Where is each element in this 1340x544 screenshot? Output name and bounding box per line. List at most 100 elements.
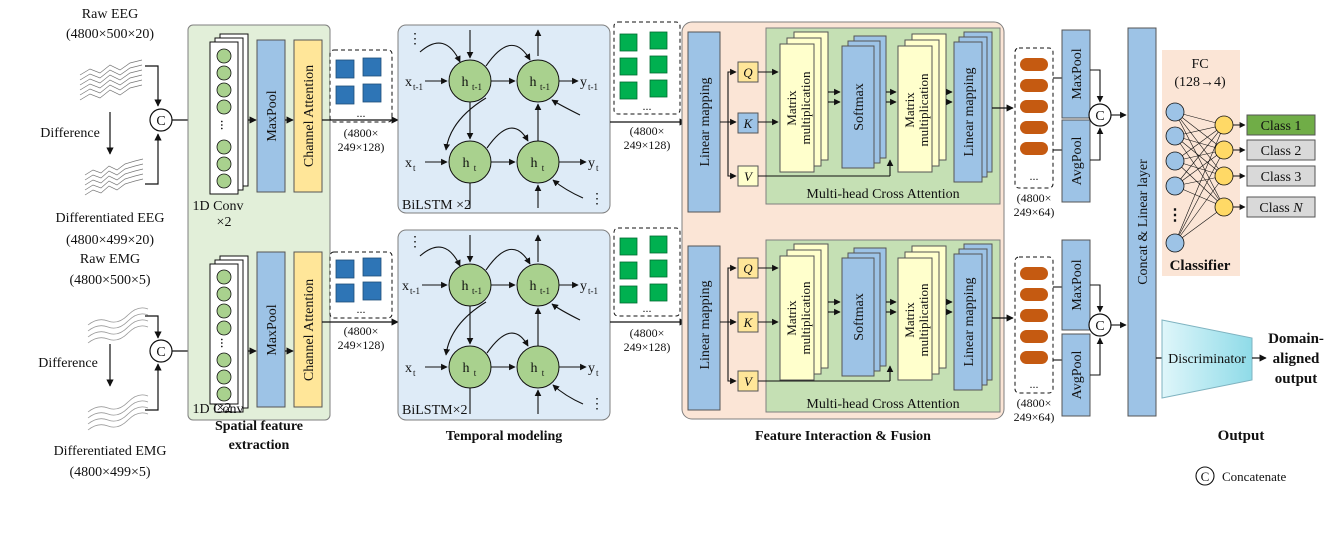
svg-text:⋮: ⋮ <box>408 235 422 250</box>
svg-text:MaxPool: MaxPool <box>1070 48 1085 99</box>
svg-text:y: y <box>580 75 587 90</box>
class-2-box <box>1246 139 1316 161</box>
input-section: Raw EEG (4800×500×20) Difference Differe… <box>38 7 207 480</box>
svg-text:t-1: t-1 <box>410 286 420 296</box>
fusion-caption: Feature Interaction & Fusion <box>755 429 931 444</box>
svg-text:V: V <box>744 169 754 184</box>
svg-text:Linear mapping: Linear mapping <box>962 277 977 366</box>
svg-text:y: y <box>588 156 595 171</box>
temporal-output-top: ... (4800× 249×128) <box>613 21 681 152</box>
svg-text:t-1: t-1 <box>540 82 550 92</box>
maxpool-top <box>256 39 286 193</box>
svg-text:t: t <box>596 163 599 173</box>
node-h-cur-forward <box>448 140 492 184</box>
conv-label-top: 1D Conv <box>193 199 244 214</box>
svg-text:t: t <box>542 368 545 378</box>
svg-text:Channel Attention: Channel Attention <box>302 279 317 381</box>
svg-text:Matrix: Matrix <box>784 300 799 336</box>
conv-stack-top: ... <box>209 33 249 195</box>
svg-text:K: K <box>743 315 754 330</box>
class-1-box <box>1246 114 1316 136</box>
matmul2-bottom: Matrix multiplication <box>897 245 947 381</box>
class-1-label: Class 1 <box>1261 119 1302 134</box>
svg-text:Discriminator: Discriminator <box>1168 352 1246 367</box>
svg-text:x: x <box>405 75 412 90</box>
difference-label-emg: Difference <box>38 356 98 371</box>
svg-text:Channel Attention: Channel Attention <box>302 65 317 167</box>
matmul-bottom: Matrix multiplication <box>779 243 829 381</box>
svg-text:x: x <box>405 361 412 376</box>
svg-text:C: C <box>1095 319 1104 334</box>
svg-text:t: t <box>596 368 599 378</box>
svg-text:C: C <box>156 114 165 129</box>
svg-text:t: t <box>474 368 477 378</box>
fc-dims: (128→4) <box>1174 75 1226 90</box>
class-3-box <box>1246 165 1316 187</box>
spatial-caption-2: extraction <box>229 438 290 453</box>
linear-out-bottom: Linear mapping <box>953 243 993 391</box>
svg-text:249×128): 249×128) <box>624 340 671 354</box>
class-3-label: Class 3 <box>1261 170 1302 185</box>
output-caption: Output <box>1218 428 1265 444</box>
channel-attention-bottom <box>293 251 323 408</box>
svg-text:t: t <box>413 368 416 378</box>
svg-text:⋮: ⋮ <box>1167 207 1183 224</box>
svg-text:249×128): 249×128) <box>624 138 671 152</box>
maxpool-out-top <box>1061 29 1091 119</box>
raw-emg-signal <box>87 307 149 344</box>
svg-text:K: K <box>743 116 754 131</box>
svg-text:t-1: t-1 <box>413 82 423 92</box>
svg-text:...: ... <box>643 99 652 113</box>
fc-output-nodes <box>1214 115 1234 217</box>
svg-text:...: ... <box>217 338 232 349</box>
fusion-output-bottom: ... (4800× 249×64) <box>1014 256 1055 424</box>
k-top <box>737 112 759 134</box>
node-h-prev-forward <box>448 59 492 103</box>
concat-icon-out-bottom <box>1088 313 1112 337</box>
svg-text:Matrix: Matrix <box>902 302 917 338</box>
matmul-top: Matrix multiplication <box>779 31 829 173</box>
svg-text:MaxPool: MaxPool <box>265 90 280 141</box>
node-h-cur-forward-emg <box>448 345 492 389</box>
svg-text:Matrix: Matrix <box>784 90 799 126</box>
svg-text:...: ... <box>217 120 232 131</box>
svg-text:y: y <box>588 361 595 376</box>
svg-text:AvgPool: AvgPool <box>1070 351 1085 400</box>
svg-text:t: t <box>413 163 416 173</box>
linear-out-top: Linear mapping <box>953 31 993 183</box>
domain-output-1: Domain- <box>1268 331 1324 347</box>
fc-input-nodes <box>1165 102 1185 253</box>
bilstm-label-bottom: BiLSTM×2 <box>402 403 467 418</box>
svg-text:Linear mapping: Linear mapping <box>698 280 713 369</box>
svg-text:MaxPool: MaxPool <box>265 304 280 355</box>
svg-text:h: h <box>531 156 538 171</box>
svg-text:Softmax: Softmax <box>852 83 867 130</box>
svg-text:...: ... <box>1030 169 1039 183</box>
concat-linear-layer <box>1127 27 1157 417</box>
linear-mapping-bottom <box>687 245 721 411</box>
svg-text:249×64): 249×64) <box>1014 205 1055 219</box>
svg-text:249×64): 249×64) <box>1014 410 1055 424</box>
concat-legend-label: Concatenate <box>1222 469 1286 484</box>
svg-text:h: h <box>531 361 538 376</box>
diff-eeg-dims: (4800×499×20) <box>66 233 154 248</box>
svg-text:⋮: ⋮ <box>408 32 422 47</box>
maxpool-out-bottom <box>1061 239 1091 331</box>
svg-text:249×128): 249×128) <box>338 140 385 154</box>
svg-text:h: h <box>462 279 469 294</box>
discriminator <box>1161 319 1253 399</box>
classifier-label: Classifier <box>1170 258 1231 274</box>
svg-text:Multi-head Cross Attention: Multi-head Cross Attention <box>806 397 959 412</box>
domain-output-2: aligned <box>1273 351 1320 367</box>
svg-text:...: ... <box>357 106 366 120</box>
svg-text:Softmax: Softmax <box>852 293 867 340</box>
diff-eeg-title: Differentiated EEG <box>56 211 165 226</box>
svg-text:x: x <box>402 279 409 294</box>
class-n-box <box>1246 196 1316 218</box>
output-section: MaxPool AvgPool MaxPool AvgPool C C Conc… <box>1053 27 1324 486</box>
spatial-output-top: ... (4800× 249×128) <box>329 49 393 154</box>
svg-text:y: y <box>580 279 587 294</box>
node-h-cur-backward <box>516 140 560 184</box>
svg-text:⋮: ⋮ <box>590 192 604 207</box>
